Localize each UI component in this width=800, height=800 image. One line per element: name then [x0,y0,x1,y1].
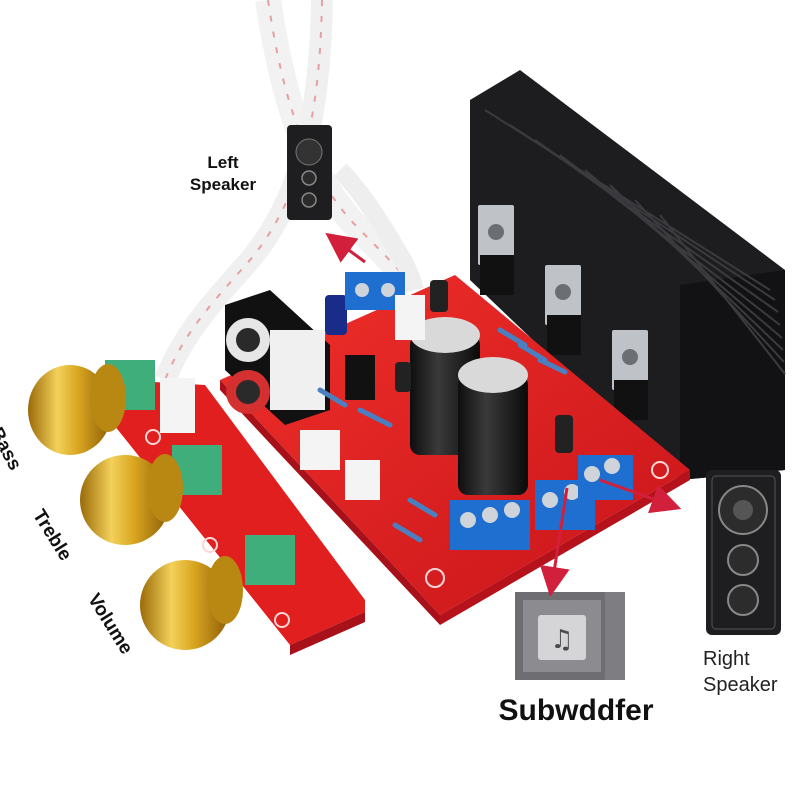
pointer-arrows [325,232,682,597]
treble-knob[interactable] [80,454,183,545]
resistors [317,327,568,543]
left-speaker-label: Left Speaker [178,152,268,196]
music-note-icon: ♫ [550,625,573,655]
right-speaker-label: Right Speaker [703,646,798,698]
left-speaker-label-line1: Left [207,153,239,172]
arrow-icon [539,487,570,597]
volume-knob[interactable] [140,556,243,650]
power-transistors [478,205,648,420]
left-speaker-label-line2: Speaker [189,175,257,194]
bass-knob[interactable] [28,364,126,455]
rca-input-jacks [225,290,330,425]
right-speaker-icon [706,470,781,635]
capacitors [325,280,573,495]
heatsink [470,70,786,480]
ic-chip [345,355,375,400]
subwoofer-label: Subwddfer [498,694,654,727]
right-speaker-label-line1: Right [703,648,750,670]
tone-connector [160,378,195,433]
arrow-icon [325,232,366,264]
white-connectors [300,295,425,500]
subwoofer-icon: ♫ [515,592,625,680]
left-speaker-icon [287,125,332,220]
arrow-icon [599,478,682,514]
right-speaker-label-line2: Speaker [703,674,778,696]
